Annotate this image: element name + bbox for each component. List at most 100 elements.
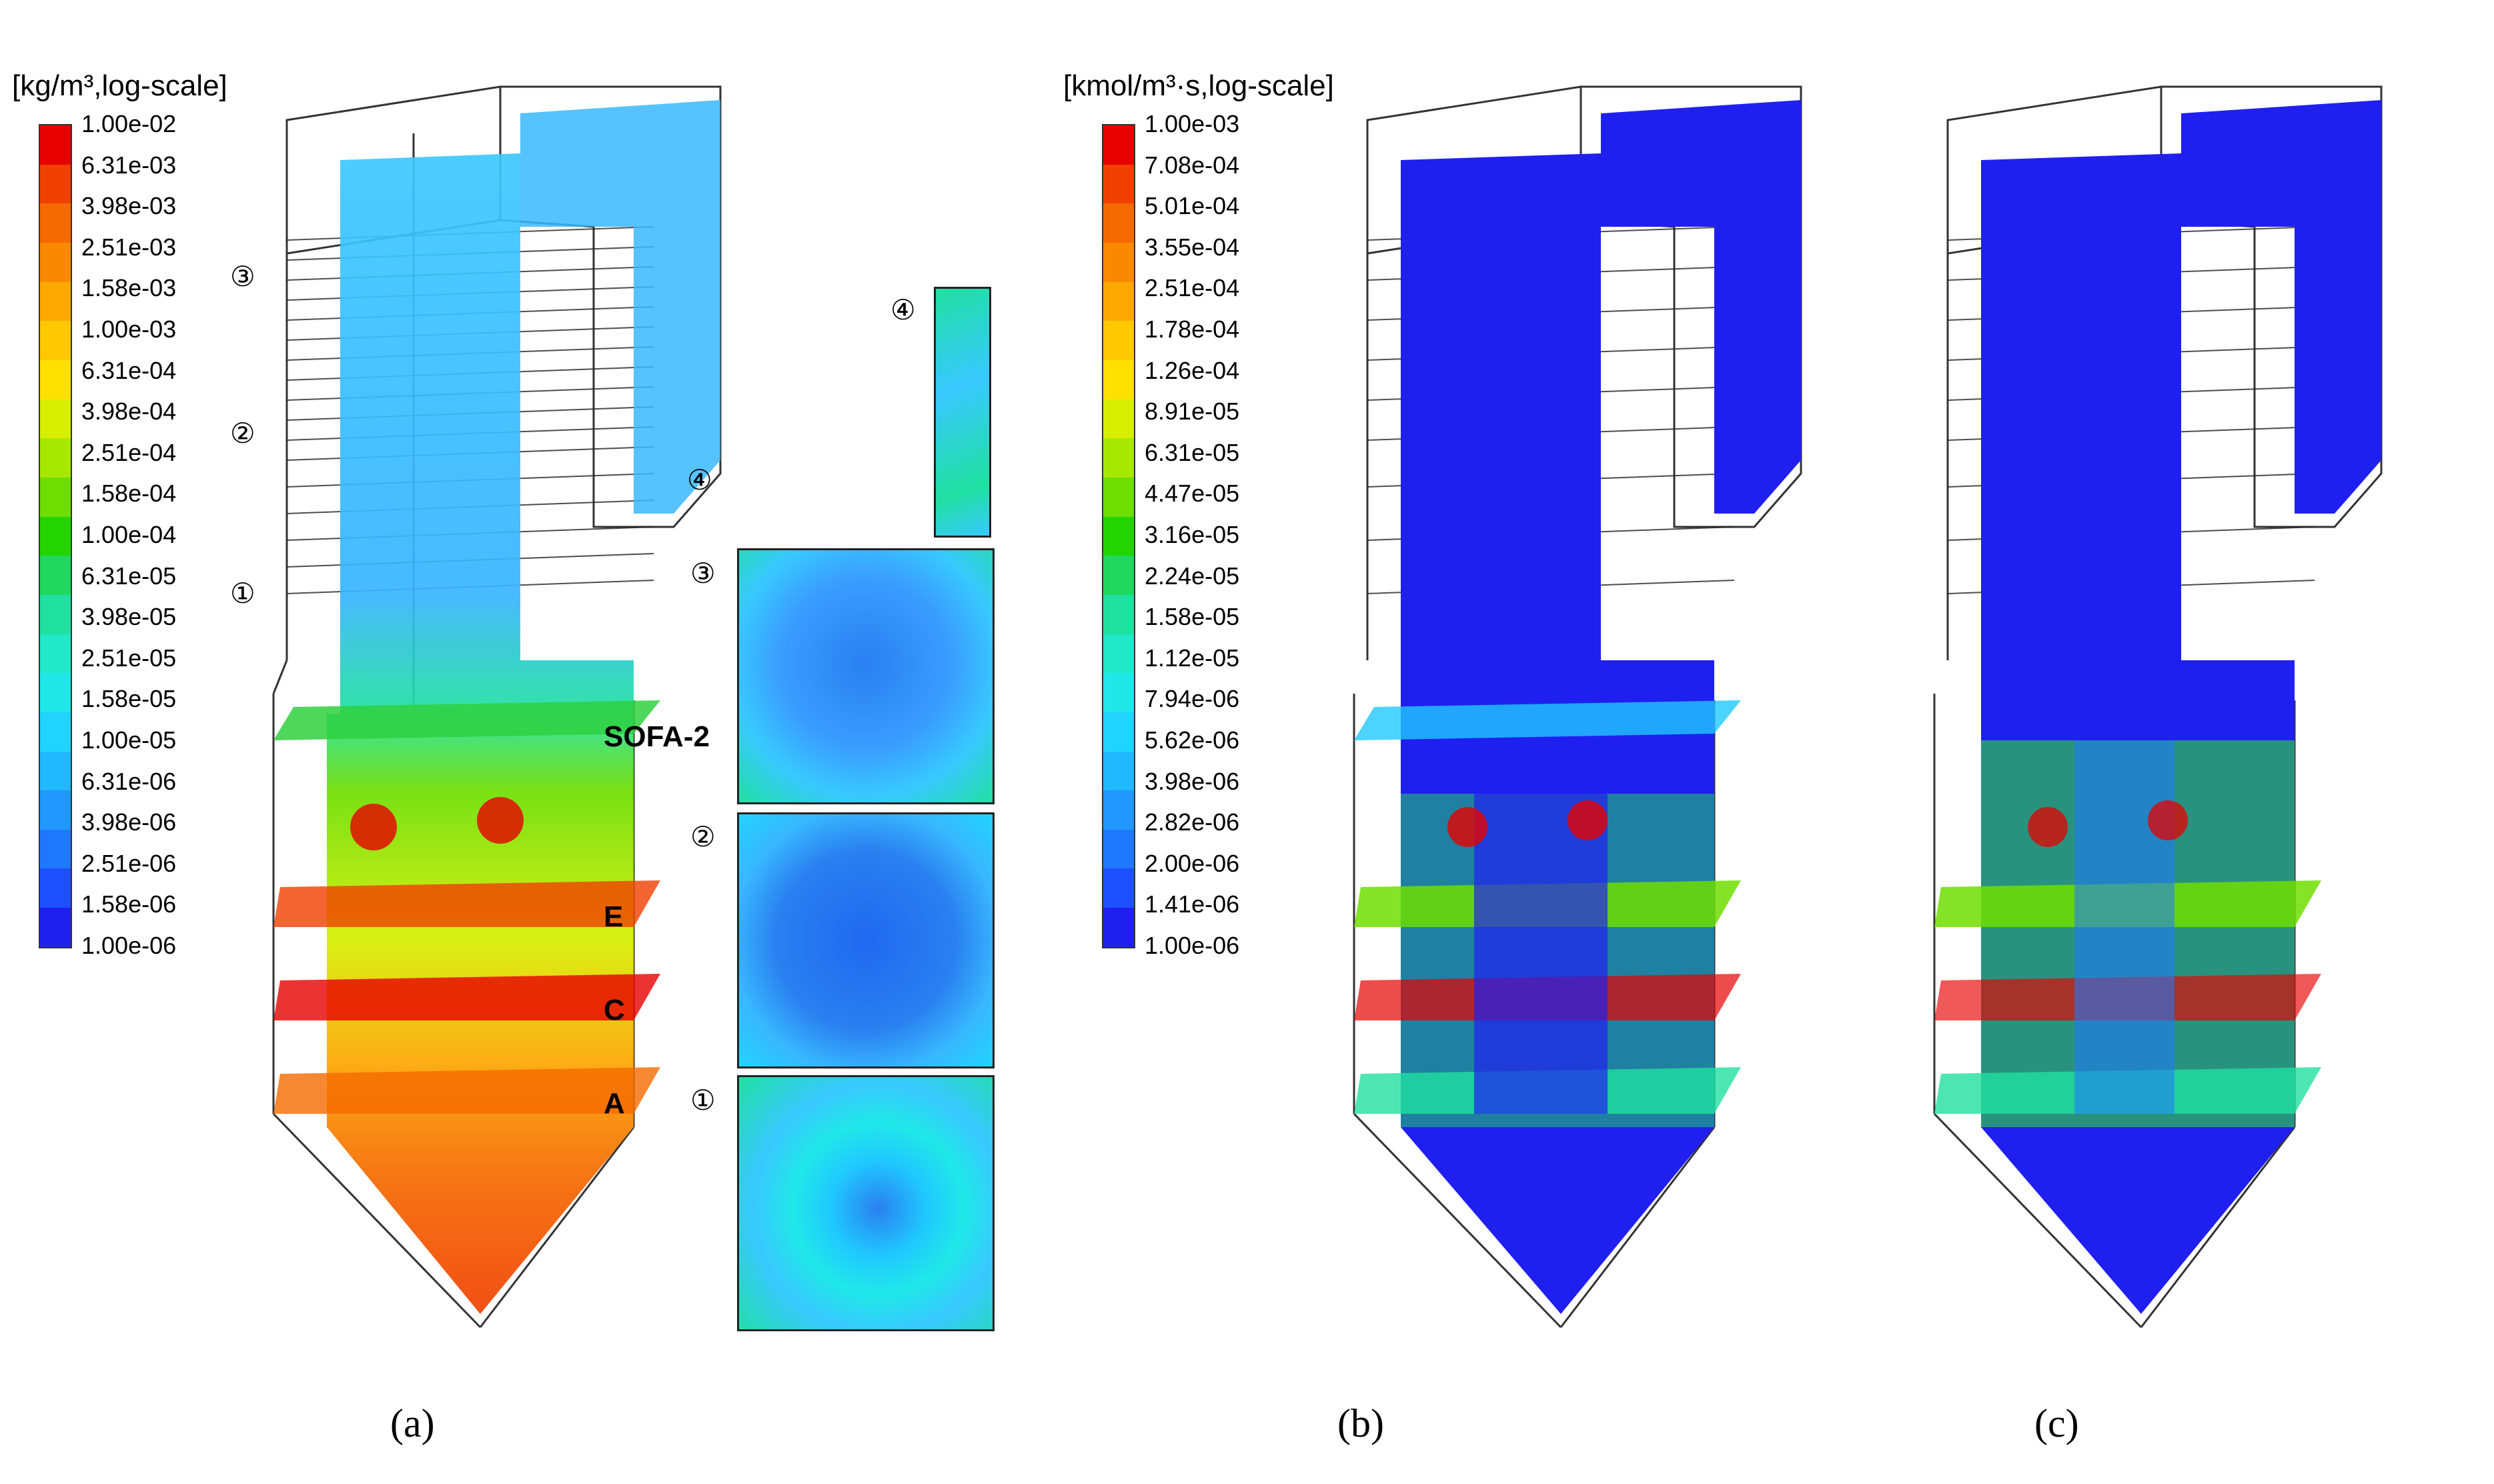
color-swatch bbox=[40, 125, 71, 165]
legend-tick-label: 5.62e-06 bbox=[1145, 726, 1240, 754]
slice-label-4: ④ bbox=[890, 293, 916, 326]
color-swatch bbox=[1103, 164, 1134, 204]
color-swatch bbox=[1103, 281, 1134, 321]
legend-tick-label: 3.16e-05 bbox=[1145, 521, 1240, 548]
color-swatch bbox=[1103, 594, 1134, 634]
color-swatch bbox=[1103, 242, 1134, 282]
color-swatch bbox=[1103, 634, 1134, 674]
color-swatch bbox=[1103, 516, 1134, 556]
color-swatch bbox=[1103, 712, 1134, 752]
color-swatch bbox=[40, 321, 71, 360]
color-swatch bbox=[1103, 359, 1134, 400]
color-swatch bbox=[1103, 321, 1134, 360]
legend-tick-label: 1.78e-04 bbox=[1145, 315, 1240, 343]
color-swatch bbox=[40, 438, 71, 478]
legend-tick-label: 1.00e-06 bbox=[1145, 932, 1240, 959]
label-burner-c: C bbox=[604, 994, 625, 1026]
color-swatch bbox=[40, 477, 71, 517]
legend-tick-label: 7.94e-06 bbox=[1145, 685, 1240, 713]
color-swatch bbox=[40, 908, 71, 947]
color-swatch bbox=[40, 751, 71, 791]
legend-tick-label: 3.98e-05 bbox=[81, 603, 177, 631]
color-swatch bbox=[40, 516, 71, 556]
color-swatch bbox=[1103, 908, 1134, 947]
legend-tick-label: 2.82e-06 bbox=[1145, 808, 1240, 836]
level-label-4: ④ bbox=[687, 464, 712, 496]
color-swatch bbox=[1103, 868, 1134, 908]
legend-tick-label: 3.98e-06 bbox=[81, 808, 177, 836]
legend-tick-label: 1.58e-05 bbox=[1145, 603, 1240, 631]
color-swatch bbox=[40, 829, 71, 869]
label-burner-a: A bbox=[604, 1087, 625, 1120]
legend-tick-label: 1.00e-05 bbox=[81, 726, 177, 754]
color-swatch bbox=[1103, 125, 1134, 165]
slice-4 bbox=[934, 287, 991, 538]
legend-tick-label: 1.58e-05 bbox=[81, 685, 177, 713]
legend-tick-label: 1.26e-04 bbox=[1145, 356, 1240, 384]
legend-tick-label: 5.01e-04 bbox=[1145, 192, 1240, 220]
color-swatch bbox=[40, 712, 71, 752]
legend-tick-label: 1.00e-06 bbox=[81, 932, 177, 959]
legend-tick-label: 4.47e-05 bbox=[1145, 480, 1240, 508]
color-swatch bbox=[40, 203, 71, 243]
legend-tick-label: 1.00e-03 bbox=[1145, 110, 1240, 137]
slice-2 bbox=[737, 812, 995, 1068]
level-label-3: ③ bbox=[230, 260, 255, 293]
color-scale-bar-b bbox=[1102, 124, 1135, 948]
legend-tick-label: 2.24e-05 bbox=[1145, 562, 1240, 590]
color-swatch bbox=[1103, 203, 1134, 243]
color-swatch bbox=[40, 868, 71, 908]
color-swatch bbox=[40, 281, 71, 321]
legend-tick-label: 8.91e-05 bbox=[1145, 398, 1240, 426]
level-label-1: ① bbox=[230, 577, 255, 610]
legend-tick-label: 2.51e-04 bbox=[81, 438, 177, 466]
color-swatch bbox=[40, 399, 71, 439]
color-swatch bbox=[40, 594, 71, 634]
legend-tick-label: 2.51e-05 bbox=[81, 644, 177, 672]
legend-title-b: [kmol/m³·s,log-scale] bbox=[1063, 69, 1334, 102]
legend-tick-label: 1.58e-04 bbox=[81, 480, 177, 508]
legend-tick-label: 1.12e-05 bbox=[1145, 644, 1240, 672]
legend-tick-label: 1.58e-06 bbox=[81, 890, 177, 918]
legend-tick-label: 2.51e-03 bbox=[81, 233, 177, 261]
furnace-contour-a bbox=[272, 85, 722, 1329]
label-sofa-2: SOFA-2 bbox=[604, 720, 710, 753]
legend-tick-label: 6.31e-04 bbox=[81, 356, 177, 384]
slice-1 bbox=[737, 1075, 995, 1331]
legend-tick-label: 6.31e-05 bbox=[81, 562, 177, 590]
color-swatch bbox=[1103, 673, 1134, 712]
legend-tick-label: 3.55e-04 bbox=[1145, 233, 1240, 261]
legend-tick-label: 1.00e-02 bbox=[81, 110, 177, 137]
color-swatch bbox=[1103, 790, 1134, 830]
legend-tick-label: 6.31e-06 bbox=[81, 767, 177, 795]
color-swatch bbox=[1103, 751, 1134, 791]
legend-tick-label: 1.00e-04 bbox=[81, 521, 177, 548]
legend-title-a: [kg/m³,log-scale] bbox=[12, 69, 227, 102]
color-swatch bbox=[40, 164, 71, 204]
slice-label-2: ② bbox=[690, 820, 716, 853]
slice-3 bbox=[737, 548, 995, 804]
legend-tick-label: 6.31e-05 bbox=[1145, 438, 1240, 466]
legend-tick-label: 3.98e-06 bbox=[1145, 767, 1240, 795]
legend-tick-label: 3.98e-04 bbox=[81, 398, 177, 426]
slice-label-1: ① bbox=[690, 1084, 716, 1117]
color-swatch bbox=[40, 556, 71, 595]
legend-tick-label: 1.58e-03 bbox=[81, 274, 177, 302]
level-label-2: ② bbox=[230, 417, 255, 450]
caption-c: (c) bbox=[2034, 1401, 2079, 1445]
color-swatch bbox=[1103, 438, 1134, 478]
color-swatch bbox=[40, 790, 71, 830]
legend-tick-label: 2.51e-06 bbox=[81, 849, 177, 877]
legend-tick-label: 3.98e-03 bbox=[81, 192, 177, 220]
label-burner-e: E bbox=[604, 900, 624, 933]
legend-tick-label: 7.08e-04 bbox=[1145, 151, 1240, 179]
color-swatch bbox=[1103, 477, 1134, 517]
legend-tick-label: 1.00e-03 bbox=[81, 315, 177, 343]
color-swatch bbox=[40, 634, 71, 674]
color-swatch bbox=[1103, 556, 1134, 595]
legend-tick-label: 6.31e-03 bbox=[81, 151, 177, 179]
legend-tick-label: 2.51e-04 bbox=[1145, 274, 1240, 302]
caption-a: (a) bbox=[390, 1401, 435, 1445]
color-swatch bbox=[1103, 399, 1134, 439]
color-swatch bbox=[40, 673, 71, 712]
